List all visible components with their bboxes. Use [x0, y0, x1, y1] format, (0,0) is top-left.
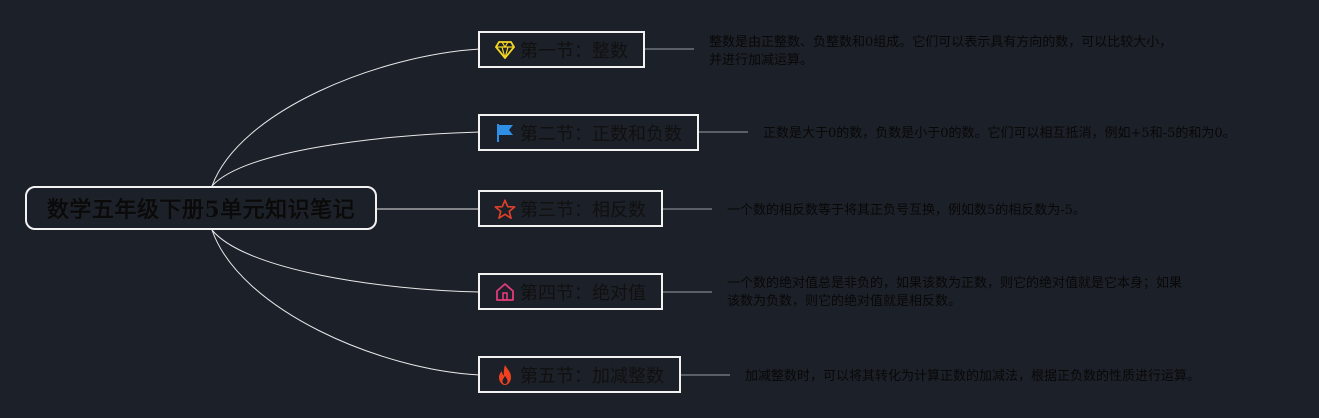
description-line: 整数是由正整数、负整数和0组成。它们可以表示具有方向的数，可以比较大小， [709, 35, 1173, 50]
description-line: 该数为负数，则它的绝对值就是相反数。 [727, 294, 962, 309]
branch-label: 第二节：正数和负数 [520, 123, 682, 145]
branch-section-3[interactable]: 第三节：相反数 [478, 190, 663, 227]
branch-section-2[interactable]: 第二节：正数和负数 [478, 114, 699, 151]
root-topic[interactable]: 数学五年级下册5单元知识笔记 [25, 186, 377, 230]
connector-root-2 [211, 131, 481, 187]
description-line: 正数是大于0的数，负数是小于0的数。它们可以相互抵消，例如+5和-5的和为0。 [763, 126, 1236, 141]
description-line: 一个数的相反数等于将其正负号互换，例如数5的相反数为-5。 [727, 203, 1086, 218]
root-title: 数学五年级下册5单元知识笔记 [46, 197, 356, 223]
branch-label: 第四节：绝对值 [520, 282, 646, 304]
branch-label: 第五节：加减整数 [520, 365, 664, 387]
branch-section-4[interactable]: 第四节：绝对值 [478, 273, 663, 310]
fire-icon [494, 364, 516, 386]
description-section-3: 一个数的相反数等于将其正负号互换，例如数5的相反数为-5。 [727, 202, 1086, 220]
star-icon [494, 198, 516, 220]
description-section-5: 加减整数时，可以将其转化为计算正数的加减法，根据正负数的性质进行运算。 [745, 368, 1200, 386]
diamond-icon [494, 39, 516, 61]
connector-root-1 [211, 48, 481, 187]
connector-root-5 [211, 229, 481, 376]
description-section-4: 一个数的绝对值总是非负的，如果该数为正数，则它的绝对值就是它本身；如果 该数为负… [727, 275, 1182, 311]
branch-section-1[interactable]: 第一节：整数 [478, 31, 645, 68]
description-line: 并进行加减运算。 [709, 53, 814, 68]
branch-label: 第三节：相反数 [520, 199, 646, 221]
flag-icon [494, 122, 516, 144]
description-section-2: 正数是大于0的数，负数是小于0的数。它们可以相互抵消，例如+5和-5的和为0。 [763, 125, 1236, 143]
description-line: 加减整数时，可以将其转化为计算正数的加减法，根据正负数的性质进行运算。 [745, 369, 1201, 384]
home-icon [494, 281, 516, 303]
branch-section-5[interactable]: 第五节：加减整数 [478, 356, 681, 393]
branch-label: 第一节：整数 [520, 40, 628, 62]
description-section-1: 整数是由正整数、负整数和0组成。它们可以表示具有方向的数，可以比较大小， 并进行… [709, 34, 1172, 70]
connector-root-4 [211, 229, 481, 293]
description-line: 一个数的绝对值总是非负的，如果该数为正数，则它的绝对值就是它本身；如果 [727, 276, 1183, 291]
